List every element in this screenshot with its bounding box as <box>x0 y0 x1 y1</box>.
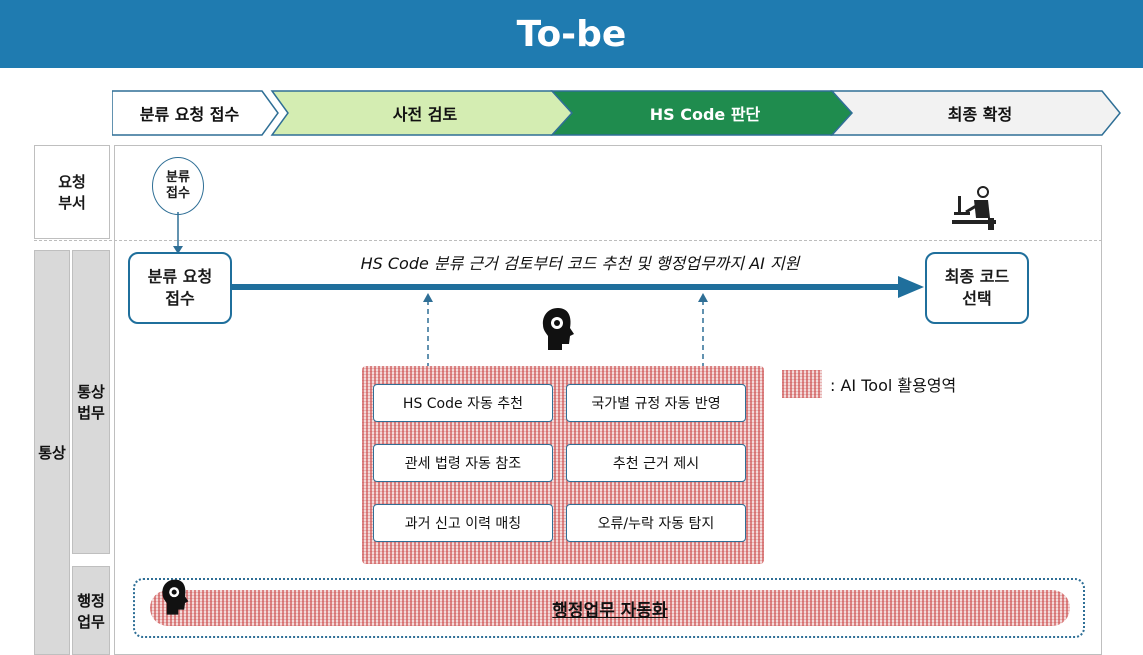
receipt-connector <box>173 212 183 254</box>
ai-tool-item: HS Code 자동 추천 <box>373 384 553 422</box>
stage-chevron-1 <box>112 90 279 136</box>
legend-label: : AI Tool 활용영역 <box>830 376 957 395</box>
row-label-trade-work: 통상 법무 <box>72 250 110 554</box>
stage-label-1: 분류 요청 접수 <box>139 105 240 124</box>
ai-tool-item: 오류/누락 자동 탐지 <box>566 504 746 542</box>
stage-chevron-4 <box>830 90 1121 136</box>
admin-automation-label: 행정업무 자동화 <box>552 600 668 621</box>
ai-tool-item: 관세 법령 자동 참조 <box>373 444 553 482</box>
row-label-trade-group: 통상 <box>34 250 70 655</box>
row-label-request-dept: 요청 부서 <box>34 145 110 239</box>
flow-caption: HS Code 분류 근거 검토부터 코드 추천 및 행정업무까지 AI 지원 <box>360 254 800 273</box>
worker-at-desk-icon <box>952 186 996 230</box>
receipt-circle: 분류 접수 <box>152 157 204 215</box>
ai-head-icon <box>162 579 189 615</box>
ai-head-icon <box>542 308 574 350</box>
ai-tool-item: 과거 신고 이력 매칭 <box>373 504 553 542</box>
stage-label-2: 사전 검토 <box>392 105 458 124</box>
ai-tool-item: 추천 근거 제시 <box>566 444 746 482</box>
ai-tool-item: 국가별 규정 자동 반영 <box>566 384 746 422</box>
ai-support-arrow-left <box>423 293 433 366</box>
admin-automation-frame <box>133 578 1085 638</box>
stage-label-3: HS Code 판단 <box>649 105 761 124</box>
page-title: To-be <box>0 0 1143 68</box>
start-box: 분류 요청 접수 <box>128 252 232 324</box>
main-flow-arrow <box>230 276 924 298</box>
page-title-text: To-be <box>516 13 627 55</box>
admin-automation-bar: 행정업무 자동화 <box>150 590 1070 626</box>
stage-chevrons <box>112 90 1121 136</box>
stage-label-4: 최종 확정 <box>947 105 1013 124</box>
end-box: 최종 코드 선택 <box>925 252 1029 324</box>
row-label-admin-work: 행정 업무 <box>72 566 110 655</box>
row-separator <box>34 240 1102 241</box>
legend-swatch <box>782 370 822 398</box>
ai-support-arrow-right <box>698 293 708 366</box>
